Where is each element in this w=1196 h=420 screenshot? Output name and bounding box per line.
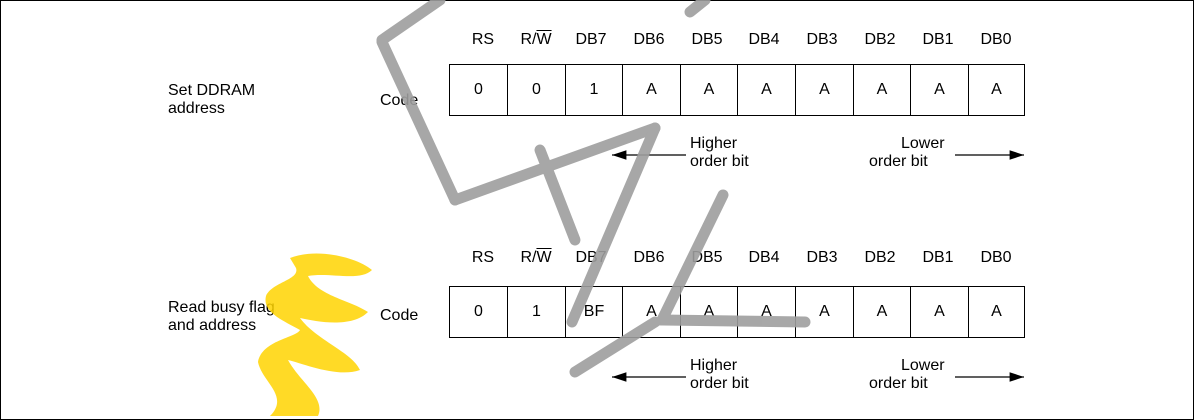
lower-order-label-line1: Lower: [901, 135, 945, 152]
col-header-db0: DB0: [980, 31, 1012, 48]
bit-cell-db1: A: [910, 64, 968, 116]
col-header-rs: RS: [471, 249, 495, 266]
col-header-db7: DB7: [575, 249, 607, 266]
bit-cell-db7: 1: [565, 64, 622, 116]
col-header-db3: DB3: [806, 31, 838, 48]
col-header-r: R: [520, 249, 532, 266]
higher-order-label-line1: Higher: [690, 357, 738, 374]
col-header-rs: RS: [471, 31, 495, 48]
col-header-db1: DB1: [922, 249, 954, 266]
bit-cell-rw: 0: [507, 64, 565, 116]
bit-cell-rs: 0: [449, 64, 507, 116]
row-label-line1: Read busy flag: [168, 299, 275, 316]
row-label-line2: address: [168, 100, 225, 117]
higher-order-label-line1: Higher: [690, 135, 738, 152]
bit-cell-db2: A: [853, 286, 910, 338]
bit-cell-db5: A: [680, 286, 737, 338]
col-header-rw: R/W: [520, 249, 552, 266]
bit-cell-db4: A: [737, 286, 795, 338]
lower-order-label-line2: order bit: [869, 153, 928, 170]
lower-order-label-line2: order bit: [869, 375, 928, 392]
bit-cell-db6: A: [622, 64, 680, 116]
col-header-db6: DB6: [633, 249, 665, 266]
higher-order-label-line2: order bit: [690, 375, 749, 392]
row-label-line2: and address: [168, 317, 257, 334]
col-header-r: R: [520, 31, 532, 48]
bit-cell-db3: A: [795, 64, 853, 116]
bit-cell-rs: 0: [449, 286, 507, 338]
col-header-db3: DB3: [806, 249, 838, 266]
col-header-db2: DB2: [864, 249, 896, 266]
bit-cell-db6: A: [622, 286, 680, 338]
col-header-w-bar: W: [536, 31, 552, 48]
col-header-w-bar: W: [536, 249, 552, 266]
bit-cell-db2: A: [853, 64, 910, 116]
bit-cell-rw: 1: [507, 286, 565, 338]
col-header-db5: DB5: [691, 249, 723, 266]
bit-cell-db3: A: [795, 286, 853, 338]
bit-cell-db1: A: [910, 286, 968, 338]
col-header-db6: DB6: [633, 31, 665, 48]
col-header-db0: DB0: [980, 249, 1012, 266]
bit-cell-db7: BF: [565, 286, 622, 338]
bit-cell-db4: A: [737, 64, 795, 116]
code-label: Code: [380, 92, 419, 109]
col-header-db1: DB1: [922, 31, 954, 48]
col-header-db7: DB7: [575, 31, 607, 48]
bit-cell-db0: A: [968, 286, 1025, 338]
lower-order-label-line1: Lower: [901, 357, 945, 374]
higher-order-label-line2: order bit: [690, 153, 749, 170]
code-label: Code: [380, 307, 419, 324]
row-label-line1: Set DDRAM: [168, 82, 256, 99]
col-header-db4: DB4: [748, 249, 780, 266]
col-header-db5: DB5: [691, 31, 723, 48]
bit-cell-db0: A: [968, 64, 1025, 116]
col-header-rw: R/W: [520, 31, 552, 48]
bit-cell-db5: A: [680, 64, 737, 116]
col-header-db2: DB2: [864, 31, 896, 48]
col-header-db4: DB4: [748, 31, 780, 48]
